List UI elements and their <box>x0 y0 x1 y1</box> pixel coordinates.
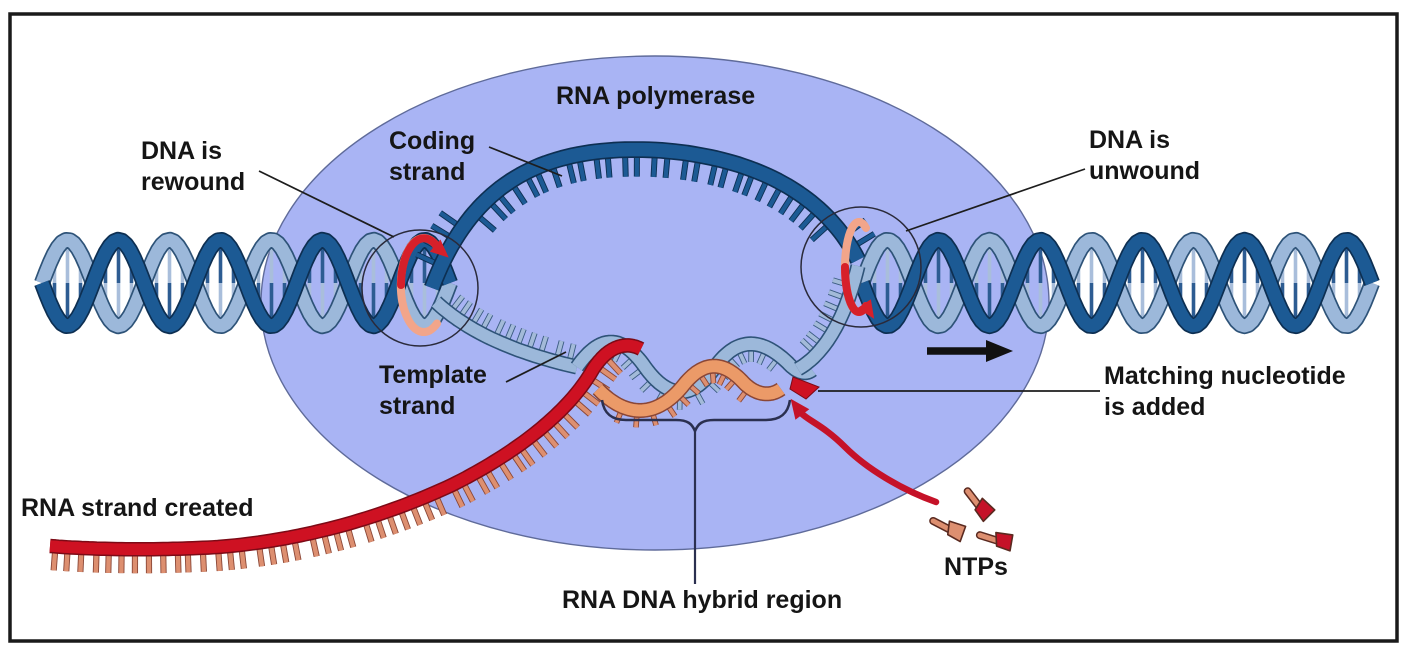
label-rna-strand-created: RNA strand created <box>21 494 254 522</box>
coding-strand <box>415 141 876 291</box>
label-matching-nucleotide-line1: Matching nucleotide <box>1104 362 1346 390</box>
frame-border <box>8 12 1399 643</box>
rotation-arrows <box>396 218 875 336</box>
label-dna-unwound: DNA is unwound <box>1089 125 1200 187</box>
nucleotide-addition-site <box>789 376 820 400</box>
label-dna-unwound-line1: DNA is <box>1089 126 1171 154</box>
label-template-strand: Template strand <box>379 360 487 422</box>
rna-strand <box>45 338 647 574</box>
label-matching-nucleotide-line2: is added <box>1104 393 1206 421</box>
label-ntps: NTPs <box>944 553 1008 581</box>
unwind-point-circle <box>800 206 922 328</box>
label-coding-strand-line1: Coding <box>389 127 476 155</box>
label-matching-nucleotide: Matching nucleotide is added <box>1104 361 1346 423</box>
label-template-strand-line1: Template <box>379 361 487 389</box>
label-dna-rewound-line2: rewound <box>141 168 246 196</box>
rewind-point-circle <box>361 229 479 347</box>
direction-arrow <box>927 340 1013 362</box>
ntp-icon <box>963 487 996 523</box>
label-rna-dna-hybrid-region: RNA DNA hybrid region <box>562 586 843 614</box>
label-template-strand-line2: strand <box>379 392 456 420</box>
ntp-icon <box>929 516 967 543</box>
direction-arrow-icon <box>986 340 1013 362</box>
dna-double-helix <box>34 231 1380 335</box>
annotation-lines <box>258 146 1100 584</box>
frame <box>8 12 1399 643</box>
ntp-flow-arrow <box>790 398 940 506</box>
label-rna-polymerase: RNA polymerase <box>556 82 756 110</box>
label-coding-strand-line2: strand <box>389 158 466 186</box>
label-dna-rewound: DNA is rewound <box>141 136 245 198</box>
label-dna-unwound-line2: unwound <box>1089 157 1201 185</box>
template-strand-right <box>792 261 866 376</box>
ntp-icon <box>975 531 1014 552</box>
rna-polymerase-body <box>260 55 1050 551</box>
label-dna-rewound-line1: DNA is <box>141 137 223 165</box>
unwinding-circles <box>361 206 922 347</box>
rna-dna-hybrid-ribbon <box>592 358 820 428</box>
ntp-flow-arrow-icon <box>797 409 940 506</box>
label-coding-strand: Coding strand <box>389 126 475 188</box>
ntp-molecules <box>929 487 1014 552</box>
